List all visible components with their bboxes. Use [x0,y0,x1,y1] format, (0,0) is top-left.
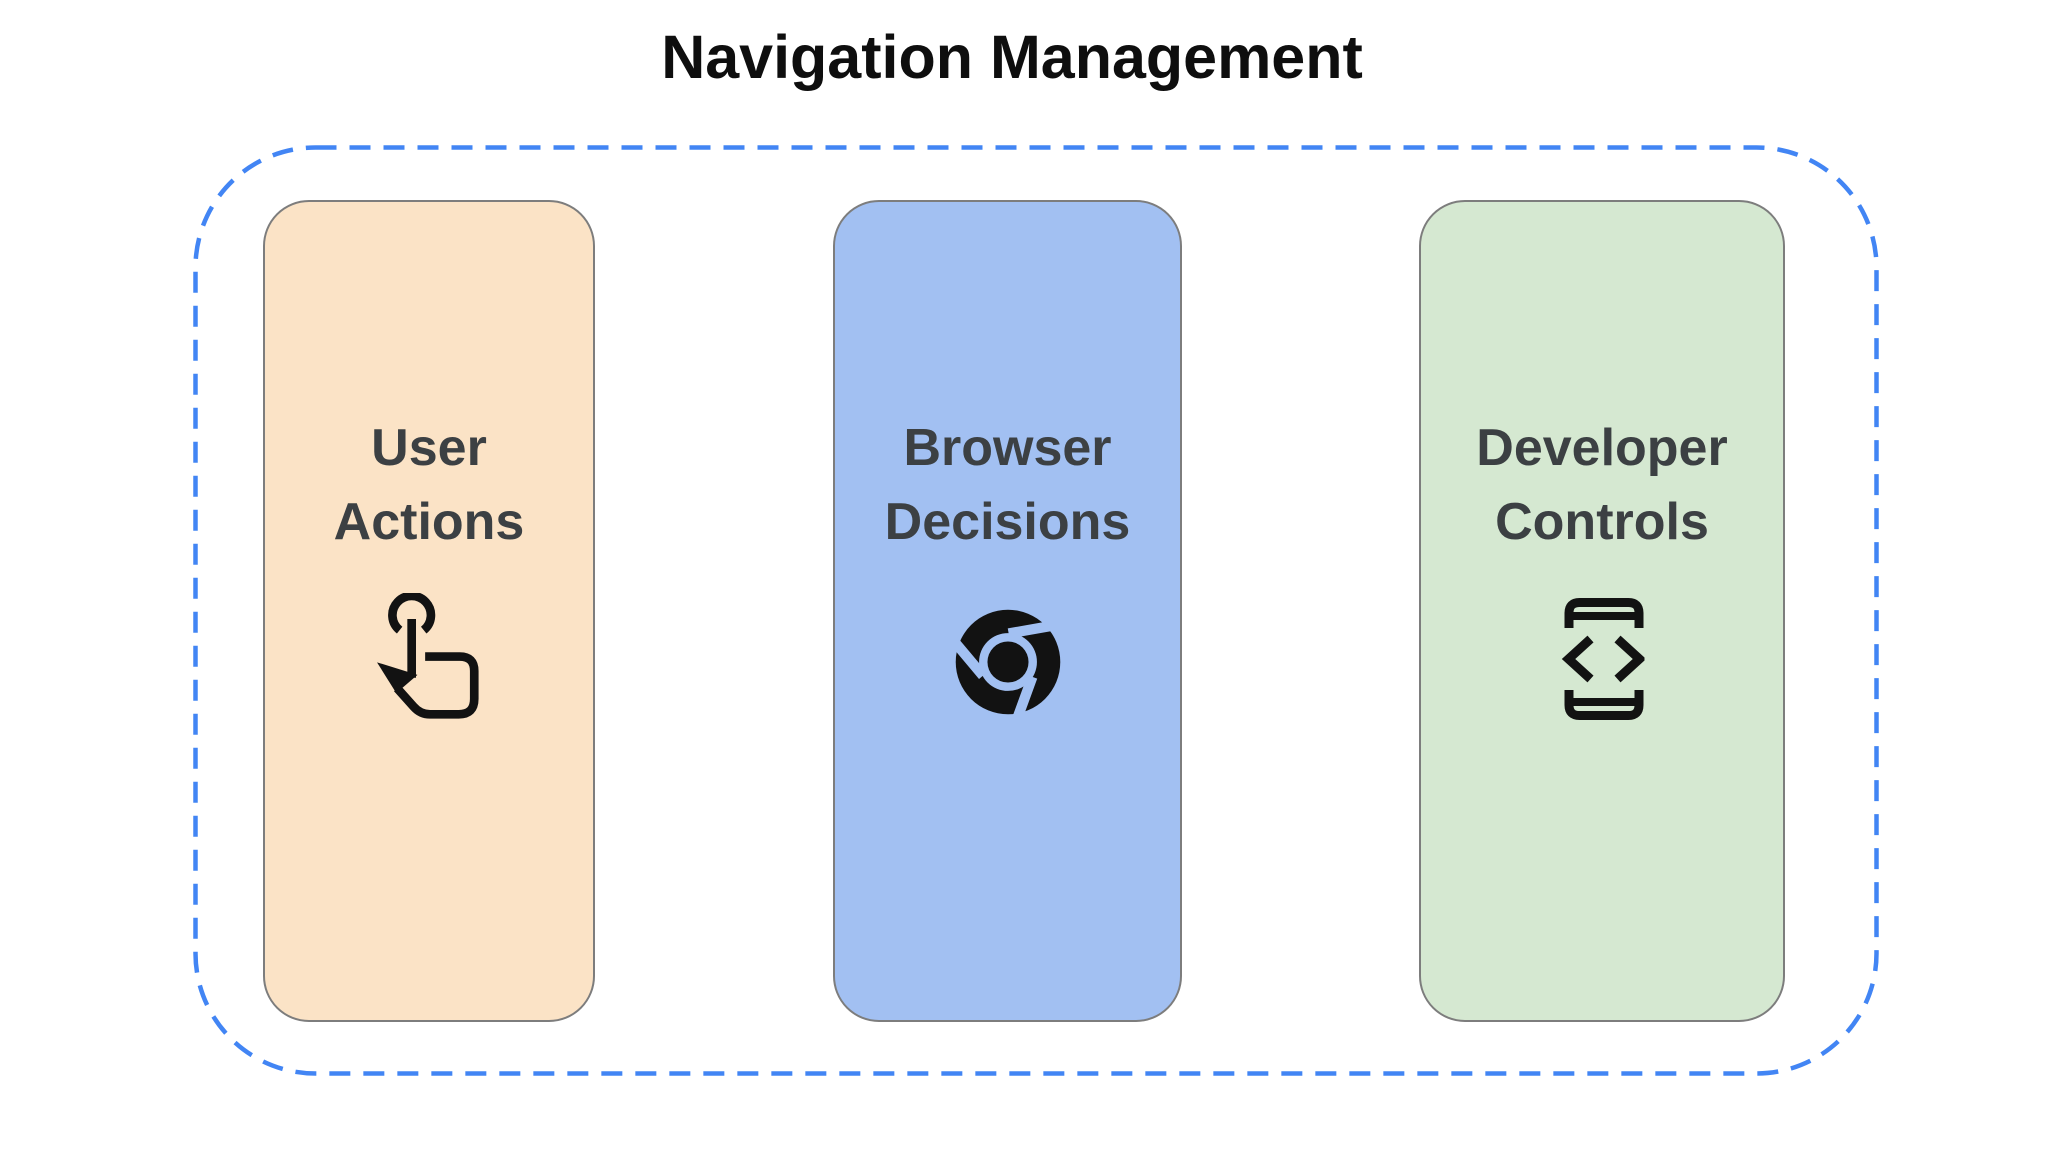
card-user-actions: User Actions [263,200,595,1022]
card-developer-controls: Developer Controls [1419,200,1785,1022]
chrome-center-hub [986,641,1029,683]
touch-gesture-icon [377,593,479,719]
card-browser-decisions-label: Browser Decisions [884,419,1131,551]
card-user-actions-label: User Actions [333,419,525,551]
card-browser-decisions: Browser Decisions [833,200,1182,1022]
developer-mode-icon [1561,598,1645,720]
chrome-shutter-slots [951,618,1063,718]
touch-gesture-arrowhead [377,662,418,694]
page-title: Navigation Management [661,23,1363,91]
developer-mode-icon-strokes [1561,598,1645,720]
touch-gesture-icon-strokes [388,593,479,719]
chrome-browser-icon [951,609,1063,718]
card-developer-controls-label: Developer Controls [1476,419,1728,551]
